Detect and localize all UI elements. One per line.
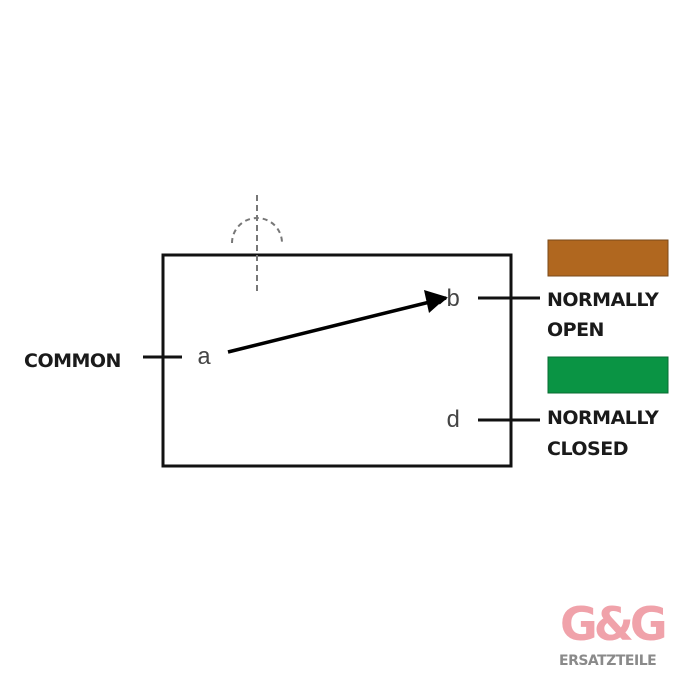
terminal-b: b [446,287,460,314]
logo-text: ERSATZTEILE [559,653,656,669]
terminal-a: a [197,345,211,372]
actuator-arc [231,217,283,244]
brand-logo: G&G ERSATZTEILE [559,597,669,669]
arrowhead [424,290,447,313]
switch-body [161,253,513,468]
logo-mark: G&G [560,597,665,651]
normally-closed-color-swatch [547,356,669,394]
normally-closed-label-line1: NORMALLY [547,407,659,429]
common-label: COMMON [24,350,121,372]
normally-open-label-line2: OPEN [547,319,604,341]
terminal-d: d [446,408,460,435]
switch-contact-arrow [227,295,448,354]
normally-open-color-swatch [547,239,669,277]
normally-open-label-line1: NORMALLY [547,289,659,311]
normally-closed-label-line2: CLOSED [547,438,628,460]
